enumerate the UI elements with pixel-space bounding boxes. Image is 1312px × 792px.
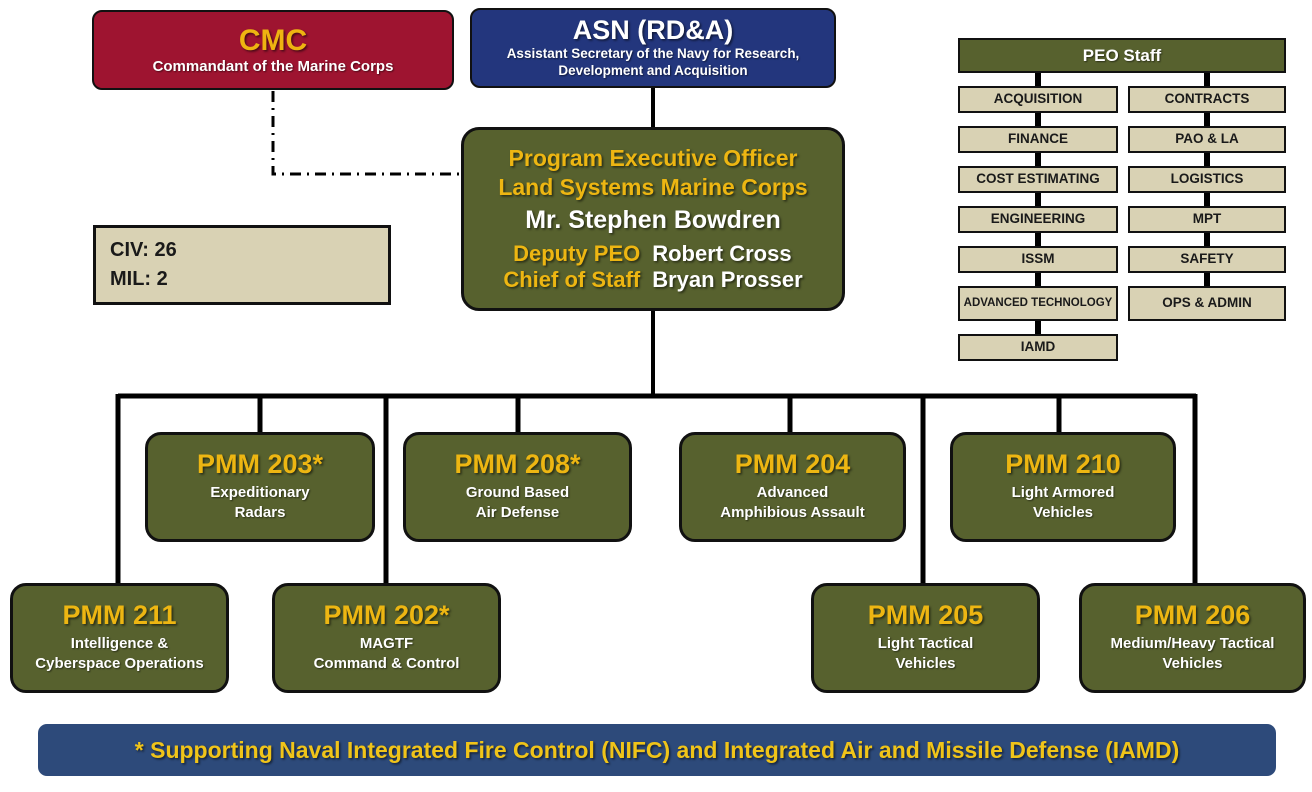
pmm-204-code: PMM 204 bbox=[734, 449, 851, 480]
pmm-210-box: PMM 210 Light Armored Vehicles bbox=[950, 432, 1176, 542]
staff-connector-stub bbox=[1204, 113, 1210, 126]
cmc-title: CMC bbox=[238, 23, 308, 57]
staff-connector-stub bbox=[1204, 153, 1210, 166]
pmm-205-subtitle-line1: Light Tactical bbox=[877, 635, 974, 653]
chief-of-staff-label: Chief of Staff bbox=[503, 267, 641, 293]
pmm-205-subtitle-line2: Vehicles bbox=[895, 655, 956, 673]
staff-connector-stub bbox=[1204, 73, 1210, 86]
staff-box-acquisition: ACQUISITION bbox=[958, 86, 1118, 113]
pmm-206-subtitle: Medium/Heavy Tactical Vehicles bbox=[1111, 634, 1275, 675]
peo-box: Program Executive Officer Land Systems M… bbox=[461, 127, 845, 311]
staff-box-cost-estimating: COST ESTIMATING bbox=[958, 166, 1118, 193]
pmm-202-subtitle-line1: MAGTF bbox=[359, 635, 414, 653]
peo-roles: Deputy PEO Robert Cross Chief of Staff B… bbox=[503, 241, 802, 294]
pmm-206-subtitle-line1: Medium/Heavy Tactical bbox=[1110, 635, 1275, 653]
staff-connector-stub bbox=[1035, 153, 1041, 166]
pmm-208-box: PMM 208* Ground Based Air Defense bbox=[403, 432, 632, 542]
pmm-203-subtitle-line1: Expeditionary bbox=[210, 484, 310, 502]
pmm-204-box: PMM 204 Advanced Amphibious Assault bbox=[679, 432, 906, 542]
pmm-210-code: PMM 210 bbox=[1005, 449, 1121, 480]
pmm-210-subtitle: Light Armored Vehicles bbox=[1012, 483, 1115, 524]
pmm-206-box: PMM 206 Medium/Heavy Tactical Vehicles bbox=[1079, 583, 1306, 693]
staff-box-logistics: LOGISTICS bbox=[1128, 166, 1286, 193]
cmc-subtitle: Commandant of the Marine Corps bbox=[152, 58, 394, 76]
staff-box-mpt: MPT bbox=[1128, 206, 1286, 233]
peo-title-line1: Program Executive Officer bbox=[508, 145, 798, 172]
pmm-211-code: PMM 211 bbox=[62, 600, 177, 631]
pmm-210-subtitle-line1: Light Armored bbox=[1011, 484, 1115, 502]
pmm-211-box: PMM 211 Intelligence & Cyberspace Operat… bbox=[10, 583, 229, 693]
staff-connector-stub bbox=[1204, 193, 1210, 206]
chief-of-staff-name: Bryan Prosser bbox=[652, 267, 803, 293]
peo-staff-left-column: ACQUISITION FINANCE COST ESTIMATING ENGI… bbox=[958, 73, 1118, 361]
pmm-208-code: PMM 208* bbox=[454, 449, 581, 480]
pmm-203-code: PMM 203* bbox=[196, 449, 324, 480]
staff-connector-stub bbox=[1035, 273, 1041, 286]
staff-box-advanced-technology: ADVANCED TECHNOLOGY bbox=[958, 286, 1118, 321]
peo-staff-header: PEO Staff bbox=[958, 38, 1286, 73]
pmm-203-subtitle-line2: Radars bbox=[234, 504, 286, 522]
pmm-203-subtitle: Expeditionary Radars bbox=[210, 483, 309, 524]
pmm-203-box: PMM 203* Expeditionary Radars bbox=[145, 432, 375, 542]
peo-name: Mr. Stephen Bowdren bbox=[525, 205, 781, 234]
pmm-204-subtitle: Advanced Amphibious Assault bbox=[720, 483, 864, 524]
manning-box: CIV: 26 MIL: 2 bbox=[93, 225, 391, 305]
manning-civ: CIV: 26 bbox=[110, 239, 177, 261]
asn-subtitle: Assistant Secretary of the Navy for Rese… bbox=[506, 45, 800, 78]
pmm-202-box: PMM 202* MAGTF Command & Control bbox=[272, 583, 501, 693]
cmc-dashdot-connector bbox=[271, 91, 459, 176]
footnote-banner: * Supporting Naval Integrated Fire Contr… bbox=[38, 724, 1276, 776]
cmc-box: CMC Commandant of the Marine Corps bbox=[92, 10, 454, 90]
staff-box-finance: FINANCE bbox=[958, 126, 1118, 153]
pmm-202-subtitle-line2: Command & Control bbox=[313, 655, 460, 673]
staff-box-pao-la: PAO & LA bbox=[1128, 126, 1286, 153]
pmm-211-subtitle-line1: Intelligence & bbox=[70, 635, 169, 653]
asn-title: ASN (RD&A) bbox=[572, 15, 734, 46]
peo-staff-right-column: CONTRACTS PAO & LA LOGISTICS MPT SAFETY … bbox=[1128, 73, 1286, 361]
staff-connector-stub bbox=[1035, 73, 1041, 86]
pmm-208-subtitle: Ground Based Air Defense bbox=[466, 483, 569, 524]
pmm-211-subtitle-line2: Cyberspace Operations bbox=[35, 655, 204, 673]
staff-box-iamd: IAMD bbox=[958, 334, 1118, 361]
pmm-206-subtitle-line2: Vehicles bbox=[1162, 655, 1223, 673]
deputy-peo-name: Robert Cross bbox=[652, 240, 792, 266]
staff-connector-stub bbox=[1035, 233, 1041, 246]
pmm-208-subtitle-line1: Ground Based bbox=[465, 484, 570, 502]
peo-title-line2: Land Systems Marine Corps bbox=[498, 174, 808, 201]
pmm-204-subtitle-line1: Advanced bbox=[756, 484, 829, 502]
manning-mil: MIL: 2 bbox=[110, 268, 168, 290]
deputy-peo-label: Deputy PEO bbox=[513, 240, 641, 266]
staff-box-safety: SAFETY bbox=[1128, 246, 1286, 273]
pmm-211-subtitle: Intelligence & Cyberspace Operations bbox=[35, 634, 203, 675]
footnote-text: * Supporting Naval Integrated Fire Contr… bbox=[134, 736, 1180, 763]
pmm-206-code: PMM 206 bbox=[1134, 600, 1251, 631]
staff-box-ops-admin: OPS & ADMIN bbox=[1128, 286, 1286, 321]
staff-box-contracts: CONTRACTS bbox=[1128, 86, 1286, 113]
staff-box-issm: ISSM bbox=[958, 246, 1118, 273]
peo-staff-panel: PEO Staff ACQUISITION FINANCE COST ESTIM… bbox=[958, 38, 1286, 361]
pmm-210-subtitle-line2: Vehicles bbox=[1032, 504, 1094, 522]
staff-box-engineering: ENGINEERING bbox=[958, 206, 1118, 233]
pmm-205-box: PMM 205 Light Tactical Vehicles bbox=[811, 583, 1040, 693]
peo-staff-columns: ACQUISITION FINANCE COST ESTIMATING ENGI… bbox=[958, 73, 1286, 361]
staff-connector-stub bbox=[1035, 321, 1041, 334]
pmm-202-subtitle: MAGTF Command & Control bbox=[314, 634, 460, 675]
pmm-205-code: PMM 205 bbox=[867, 600, 984, 631]
asn-box: ASN (RD&A) Assistant Secretary of the Na… bbox=[470, 8, 836, 88]
pmm-208-subtitle-line2: Air Defense bbox=[475, 504, 560, 522]
staff-connector-stub bbox=[1035, 113, 1041, 126]
pmm-204-subtitle-line2: Amphibious Assault bbox=[720, 504, 865, 522]
pmm-205-subtitle: Light Tactical Vehicles bbox=[878, 634, 974, 675]
staff-connector-stub bbox=[1204, 273, 1210, 286]
pmm-202-code: PMM 202* bbox=[323, 600, 450, 631]
staff-connector-stub bbox=[1204, 233, 1210, 246]
staff-connector-stub bbox=[1035, 193, 1041, 206]
